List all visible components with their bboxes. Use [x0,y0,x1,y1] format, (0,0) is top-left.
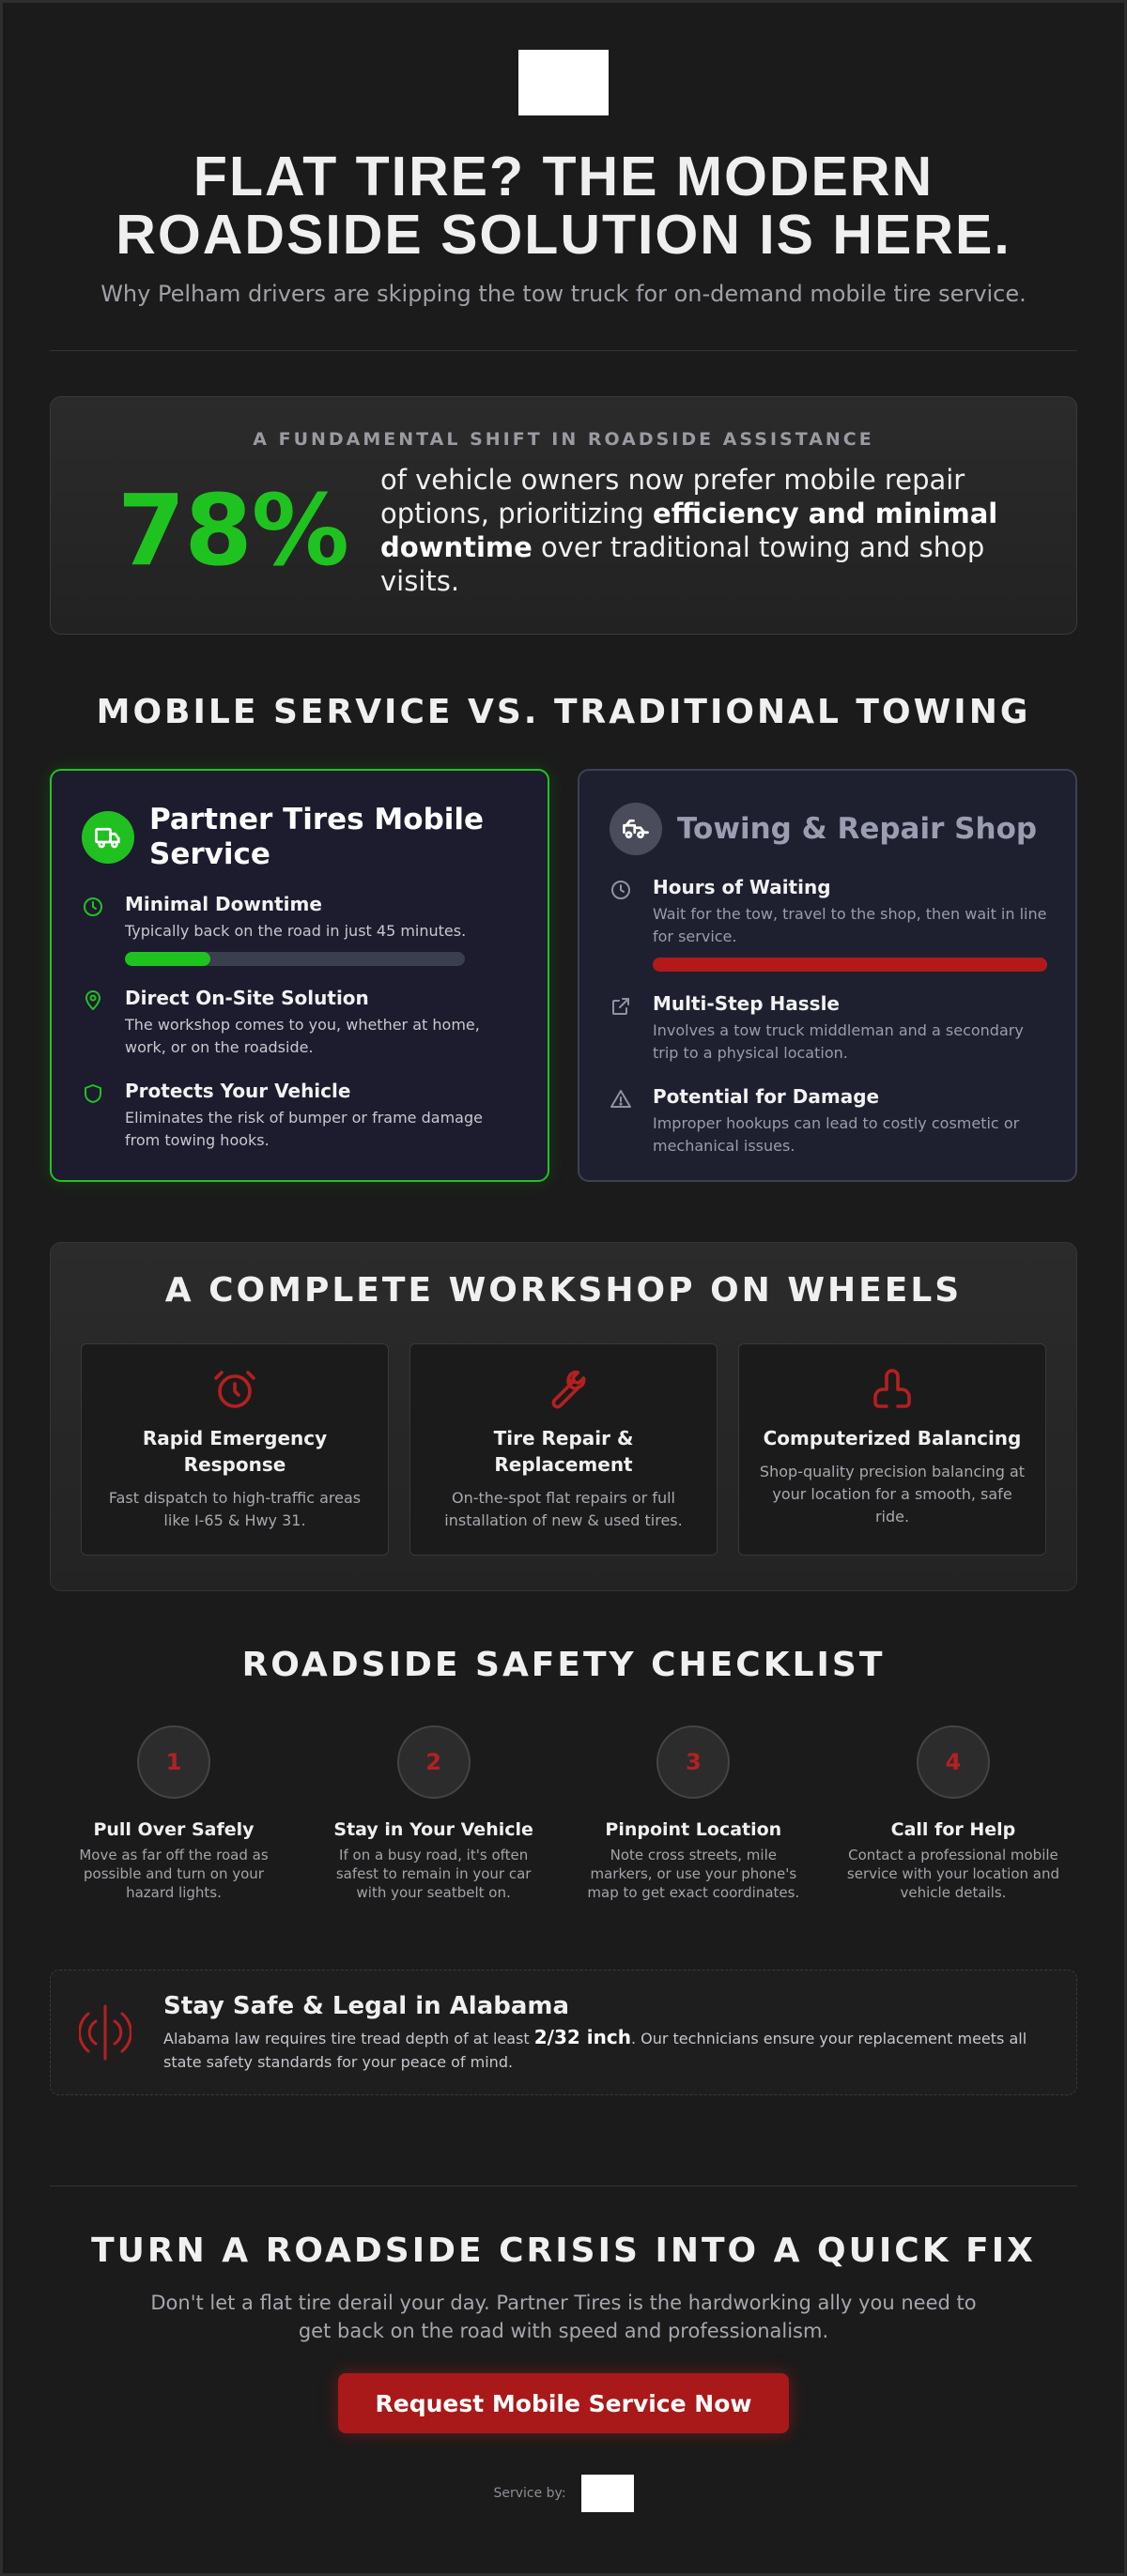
stat-kicker: A Fundamental Shift in Roadside Assistan… [253,429,874,450]
legal-text-bold: 2/32 inch [533,2025,631,2048]
workshop-title: A Complete Workshop on Wheels [164,1271,963,1310]
alarm-clock-icon [82,1367,388,1416]
truck-icon [82,811,134,864]
mobile-card-header: Partner Tires Mobile Service [82,803,517,872]
towing-card-title: Towing & Repair Shop [677,811,1038,846]
legal-text-before: Alabama law requires tire tread depth of… [163,2029,534,2047]
downtime-progress-bar [125,952,465,966]
feature-title: Minimal Downtime [125,893,322,915]
stat-row: 78% of vehicle owners now prefer mobile … [51,463,1076,598]
feature-desc: The workshop comes to you, whether at ho… [125,1016,480,1056]
legal-title: Stay Safe & Legal in Alabama [163,1991,570,2020]
tow-truck-icon [610,803,662,855]
feature-title: Protects Your Vehicle [125,1080,351,1102]
clock-icon [610,876,638,972]
towing-feature-damage: Potential for Damage Improper hookups ca… [610,1085,1045,1158]
checklist-step: 2 Stay in Your Vehicle If on a busy road… [317,1725,550,1902]
towing-feature-hassle: Multi-Step Hassle Involves a tow truck m… [610,992,1045,1065]
towing-shop-card: Towing & Repair Shop Hours of Waiting Wa… [578,769,1077,1182]
tile-title: Computerized Balancing [763,1427,1022,1449]
stat-text: of vehicle owners now prefer mobile repa… [380,463,1010,598]
stat-card: A Fundamental Shift in Roadside Assistan… [50,396,1077,635]
external-link-icon [610,992,638,1065]
towing-feature-waiting: Hours of Waiting Wait for the tow, trave… [610,876,1047,972]
comparison-cards: Partner Tires Mobile Service Minimal Dow… [50,769,1077,1182]
cta-subtitle: Don't let a flat tire derail your day. P… [150,2292,977,2342]
step-title: Pinpoint Location [605,1819,782,1840]
workshop-section: A Complete Workshop on Wheels Rapid Emer… [50,1242,1077,1591]
waiting-progress-bar [653,958,1047,972]
waiting-progress-fill [653,958,1047,972]
step-number: 3 [656,1725,731,1799]
step-number: 2 [396,1725,471,1799]
tile-desc: On-the-spot flat repairs or full install… [444,1489,683,1529]
broadcast-icon [77,2002,133,2062]
downtime-progress-fill [125,952,210,966]
tile-desc: Shop-quality precision balancing at your… [759,1463,1026,1526]
legal-callout: Stay Safe & Legal in Alabama Alabama law… [50,1970,1077,2095]
cta-title: Turn a Roadside Crisis Into a Quick Fix [91,2231,1036,2270]
stat-text-after: over traditional towing and shop visits. [379,531,985,597]
balance-icon [739,1367,1045,1416]
comparison-title: Mobile Service vs. Traditional Towing [96,693,1031,731]
stat-number: 78% [117,473,349,588]
footer-label: Service by: [493,2486,566,2501]
feature-title: Hours of Waiting [653,876,831,898]
partner-logo [580,2475,634,2512]
step-desc: If on a busy road, it's often safest to … [335,1847,532,1901]
tile-balancing: Computerized Balancing Shop-quality prec… [738,1343,1046,1556]
feature-desc: Eliminates the risk of bumper or frame d… [125,1109,483,1149]
stat-text-before: of vehicle owners now prefer mobile repa… [379,464,965,529]
mobile-feature-protects: Protects Your Vehicle Eliminates the ris… [82,1080,517,1152]
checklist-title: Roadside Safety Checklist [241,1646,886,1684]
step-number: 4 [916,1725,990,1799]
feature-desc: Involves a tow truck middleman and a sec… [653,1021,1024,1062]
feature-desc: Typically back on the road in just 45 mi… [125,922,467,940]
tile-tire-repair: Tire Repair & Replacement On-the-spot fl… [409,1343,718,1556]
checklist-step: 4 Call for Help Contact a professional m… [837,1725,1070,1902]
shield-icon [82,1080,110,1152]
clock-icon [82,893,110,966]
stat-text-bold: efficiency and minimal downtime [379,498,998,563]
request-service-button[interactable]: Request Mobile Service Now [338,2373,789,2433]
step-desc: Note cross streets, mile markers, or use… [587,1847,800,1901]
feature-title: Direct On-Site Solution [125,987,369,1009]
location-pin-icon [82,987,110,1059]
workshop-tiles: Rapid Emergency Response Fast dispatch t… [81,1343,1046,1556]
feature-title: Multi-Step Hassle [653,992,840,1015]
tile-title: Tire Repair & Replacement [493,1427,634,1476]
step-title: Stay in Your Vehicle [333,1819,533,1840]
towing-card-header: Towing & Repair Shop [610,803,1045,855]
feature-desc: Improper hookups can lead to costly cosm… [653,1114,1020,1155]
checklist-step: 3 Pinpoint Location Note cross streets, … [577,1725,810,1902]
tile-rapid-response: Rapid Emergency Response Fast dispatch t… [81,1343,389,1556]
step-title: Call for Help [890,1819,1016,1840]
legal-text-after: . Our technicians ensure your replacemen… [163,2029,1027,2071]
tile-desc: Fast dispatch to high-traffic areas like… [108,1489,362,1529]
step-desc: Move as far off the road as possible and… [79,1847,269,1901]
hero-subtitle: Why Pelham drivers are skipping the tow … [100,281,1027,307]
feature-title: Potential for Damage [653,1085,880,1108]
checklist-steps: 1 Pull Over Safely Move as far off the r… [50,1725,1077,1902]
footer: Service by: [50,2475,1077,2512]
wrench-icon [410,1367,717,1416]
step-title: Pull Over Safely [93,1819,255,1840]
divider [50,2185,1077,2186]
hero-title: Flat Tire? The Modern Roadside Solution … [116,146,1011,266]
checklist-step: 1 Pull Over Safely Move as far off the r… [57,1725,290,1902]
mobile-feature-downtime: Minimal Downtime Typically back on the r… [82,893,517,966]
mobile-card-title: Partner Tires Mobile Service [149,803,485,871]
divider [50,350,1077,351]
step-number: 1 [137,1725,210,1799]
feature-desc: Wait for the tow, travel to the shop, th… [653,905,1047,945]
tile-title: Rapid Emergency Response [142,1427,328,1476]
legal-desc: Alabama law requires tire tread depth of… [163,2026,1050,2074]
step-desc: Contact a professional mobile service wi… [846,1847,1060,1901]
brand-logo [518,50,609,115]
mobile-feature-onsite: Direct On-Site Solution The workshop com… [82,987,517,1059]
warning-icon [610,1085,638,1158]
mobile-service-card: Partner Tires Mobile Service Minimal Dow… [50,769,549,1182]
